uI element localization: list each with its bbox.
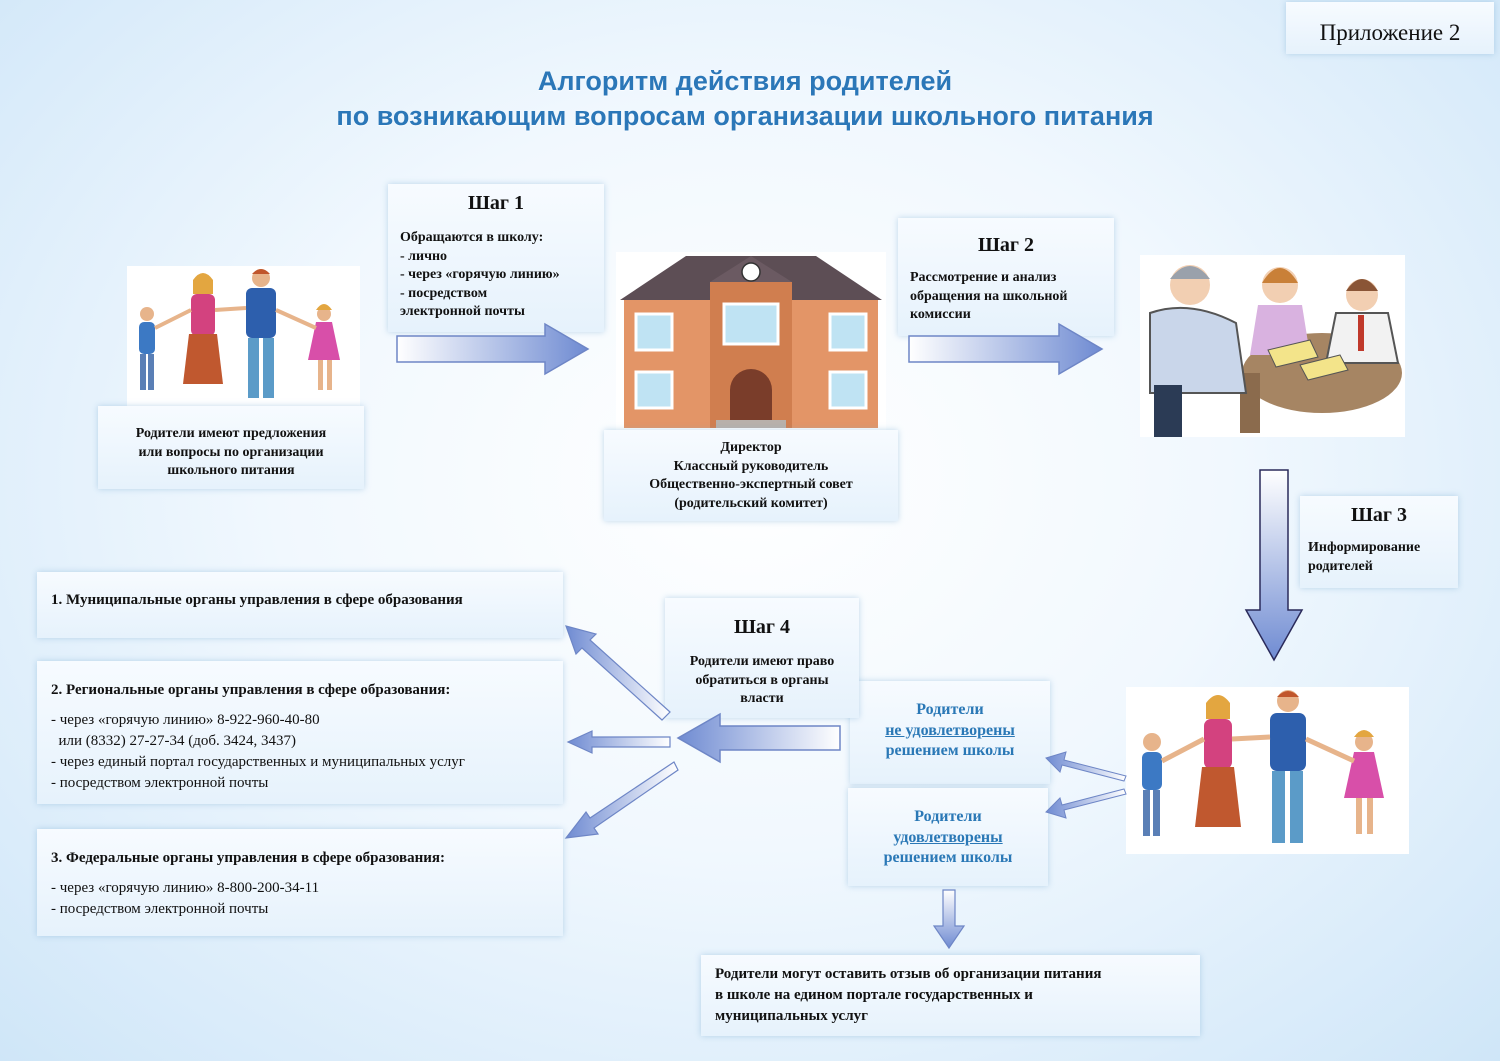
arrow-left-icon — [676, 712, 841, 764]
school-building-illustration — [616, 252, 886, 430]
step2-box: Шаг 2 Рассмотрение и анализ обращения на… — [898, 218, 1114, 336]
federal-line: - через «горячую линию» 8-800-200-34-11 — [51, 880, 320, 896]
family-icon — [139, 269, 340, 398]
feedback-line: Родители могут оставить отзыв об организ… — [715, 966, 1102, 982]
step2-label: Шаг 2 — [977, 234, 1035, 256]
family-illustration-2 — [1126, 687, 1409, 854]
step4-line: Родители имеют право — [689, 654, 835, 669]
step4-label: Шаг 4 — [733, 616, 791, 638]
step1-line: электронной почты — [400, 304, 525, 319]
feedback-line: муниципальных услуг — [715, 1008, 868, 1024]
regional-line: или (8332) 27-27-34 (доб. 3424, 3437) — [51, 733, 297, 749]
step1-line: - лично — [400, 248, 448, 264]
step4-line: власти — [740, 691, 784, 706]
regional-line: - через «горячую линию» 8-922-960-40-80 — [51, 712, 320, 728]
family-icon — [1142, 690, 1384, 843]
step4-box: Шаг 4 Родители имеют право обратиться в … — [665, 598, 859, 718]
step3-line: родителей — [1308, 558, 1373, 574]
family-illustration — [127, 266, 360, 408]
school-icon — [620, 256, 882, 428]
step2-line: Рассмотрение и анализ — [910, 270, 1057, 285]
arrow-right-icon — [908, 322, 1104, 376]
federal-box: 3. Федеральные органы управления в сфере… — [37, 829, 563, 936]
step2-line: комиссии — [910, 307, 971, 322]
meeting-illustration — [1140, 255, 1405, 437]
step4-line: обратиться в органы — [695, 672, 829, 688]
satisfied-line-2: удовлетворены — [893, 828, 1003, 846]
school-caption-line: Классный руководитель — [673, 458, 829, 474]
parents-caption: Родители имеют предложения или вопросы п… — [98, 406, 364, 489]
federal-line: - посредством электронной почты — [51, 901, 269, 917]
satisfied-line-1: Родители — [914, 808, 982, 825]
parents-caption-line: школьного питания — [167, 463, 295, 478]
arrow-down-left-icon — [564, 761, 679, 839]
arrow-left-thin-icon — [566, 730, 671, 754]
unsatisfied-box: Родители не удовлетворены решением школы — [850, 681, 1050, 784]
regional-line: - посредством электронной почты — [51, 775, 269, 791]
unsatisfied-line-1: Родители — [916, 701, 984, 718]
arrow-up-left-icon — [565, 625, 671, 721]
appendix-label: Приложение 2 — [1286, 2, 1494, 54]
arrow-down-small-icon — [932, 889, 966, 950]
federal-title: 3. Федеральные органы управления в сфере… — [51, 850, 446, 866]
step1-line: - посредством — [400, 285, 488, 301]
step1-box: Шаг 1 Обращаются в школу: - лично - чере… — [388, 184, 604, 332]
appendix-text: Приложение 2 — [1319, 20, 1461, 45]
step1-line: - через «горячую линию» — [400, 267, 560, 282]
satisfied-line-3: решением школы — [883, 849, 1013, 866]
step3-box: Шаг 3 Информирование родителей — [1300, 496, 1458, 588]
title-line-1: Алгоритм действия родителей — [537, 66, 953, 96]
school-caption: Директор Классный руководитель Обществен… — [604, 430, 898, 521]
regional-title: 2. Региональные органы управления в сфер… — [51, 682, 451, 698]
arrow-right-icon — [396, 322, 590, 376]
meeting-icon — [1149, 265, 1402, 437]
title-line-2: по возникающим вопросам организации школ… — [336, 101, 1154, 131]
parents-caption-line: Родители имеют предложения — [135, 426, 327, 441]
municipal-title: 1. Муниципальные органы управления в сфе… — [51, 592, 463, 608]
page-title: Алгоритм действия родителей по возникающ… — [200, 64, 1290, 134]
arrow-left-small-icon — [1045, 751, 1127, 782]
satisfied-box: Родители удовлетворены решением школы — [848, 788, 1048, 886]
feedback-box: Родители могут оставить отзыв об организ… — [701, 955, 1200, 1036]
parents-caption-line: или вопросы по организации — [138, 444, 324, 460]
school-caption-line: (родительский комитет) — [674, 495, 828, 511]
step3-line: Информирование — [1308, 540, 1421, 555]
unsatisfied-line-2: не удовлетворены — [885, 721, 1015, 739]
regional-box: 2. Региональные органы управления в сфер… — [37, 661, 563, 804]
regional-line: - через единый портал государственных и … — [51, 754, 465, 770]
step3-label: Шаг 3 — [1350, 504, 1408, 526]
unsatisfied-line-3: решением школы — [885, 742, 1015, 759]
municipal-box: 1. Муниципальные органы управления в сфе… — [37, 572, 563, 638]
arrow-left-small-icon — [1045, 788, 1127, 819]
arrow-down-icon — [1244, 469, 1304, 662]
school-caption-line: Директор — [720, 440, 782, 455]
step2-line: обращения на школьной — [910, 288, 1068, 304]
step1-label: Шаг 1 — [467, 192, 525, 214]
school-caption-line: Общественно-экспертный совет — [649, 477, 853, 492]
step1-line: Обращаются в школу: — [400, 230, 544, 245]
feedback-line: в школе на едином портале государственны… — [715, 987, 1033, 1003]
